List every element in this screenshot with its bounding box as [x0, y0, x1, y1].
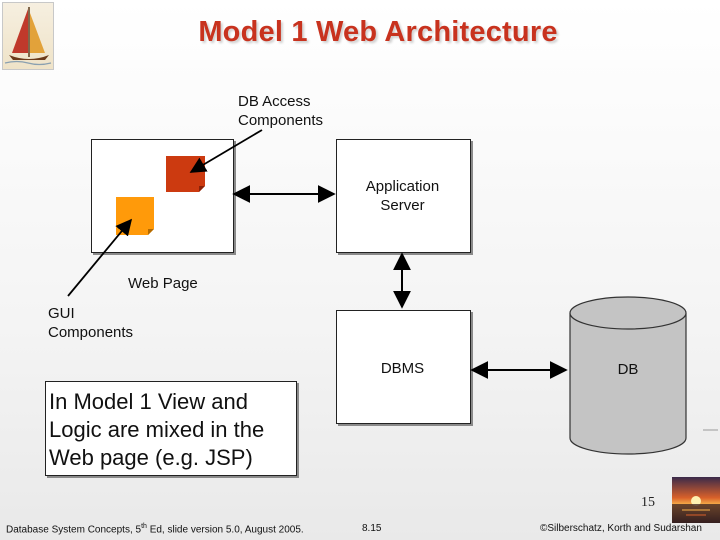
sailboat-logo [2, 2, 54, 70]
db-access-components-label: DB Access Components [238, 93, 324, 129]
application-server-label: Application Server [365, 178, 440, 214]
dbms-label: DBMS [380, 360, 425, 377]
gui-pointer-arrow [67, 218, 133, 297]
db-cylinder [569, 296, 687, 455]
gui-components-label: GUI Components [48, 305, 134, 341]
model1-note-box: In Model 1 View and Logic are mixed in t… [45, 381, 297, 476]
footer-left: Database System Concepts, 5th Ed, slide … [6, 523, 304, 536]
footer-right: ©Silberschatz, Korth and Sudarshan [540, 523, 702, 534]
slide-title: Model 1 Web Architecture [198, 16, 558, 48]
web-page-label: Web Page [128, 275, 198, 292]
page-number: 15 [641, 495, 655, 510]
web-page-box [91, 139, 234, 253]
db-label: DB [617, 361, 639, 378]
application-server-box [336, 139, 471, 253]
sunset-image [672, 477, 720, 523]
dbms-box [336, 310, 471, 424]
footer-center: 8.15 [362, 523, 382, 534]
db-access-pointer-arrow [189, 129, 263, 173]
